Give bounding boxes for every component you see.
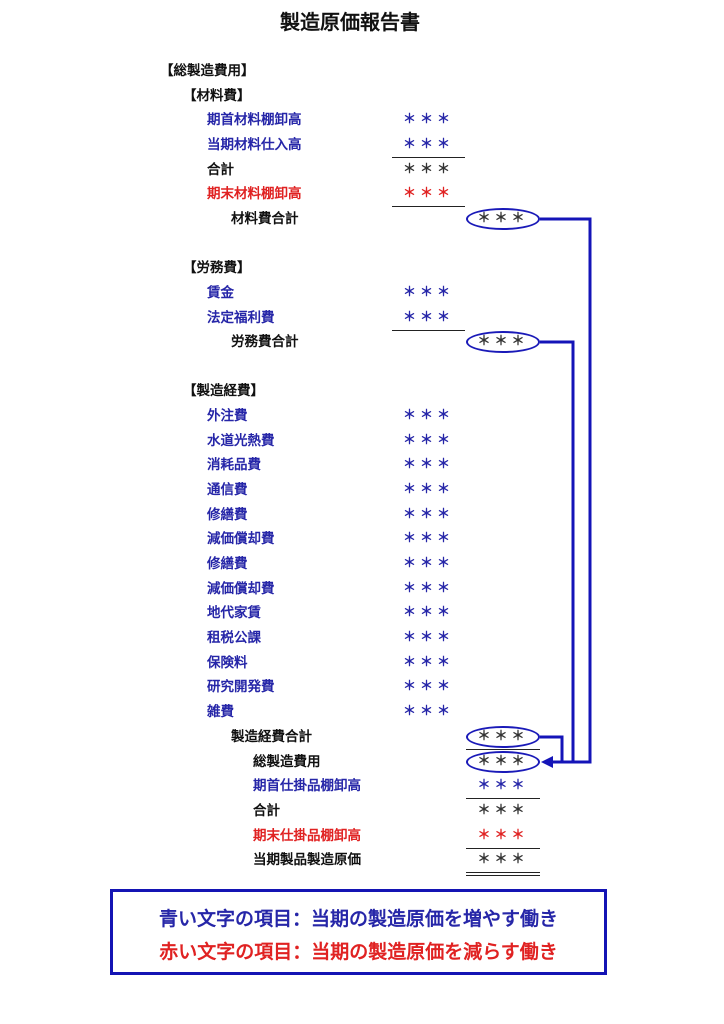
legend-blue-text: 青い文字の項目：当期の製造原価を増やす働き [158,908,558,930]
row-label: 当期材料仕入高 [207,137,302,153]
row-label: 修繕費 [207,556,248,573]
row-label: 労務費合計 [231,334,299,350]
sum-rule [466,848,540,849]
row-value: ＊＊＊ [477,803,529,818]
row-value: ＊＊＊ [402,482,454,497]
row-value: ＊＊＊ [402,285,454,300]
row-value: ＊＊＊ [477,828,529,843]
row-label: 期首材料棚卸高 [207,112,302,128]
row-label: 消耗品費 [207,457,261,474]
row-label: 水道光熱費 [207,432,275,449]
row-label: 減価償却費 [207,531,275,548]
legend-red-text: 赤い文字の項目：当期の製造原価を減らす働き [159,941,558,963]
row-label: 減価償却費 [207,580,275,597]
sum-rule [466,749,540,750]
row-value: ＊＊＊ [477,729,529,744]
row-value: ＊＊＊ [477,211,529,226]
total-oval [466,751,540,773]
row-label: 通信費 [207,482,248,498]
row-label: 法定福利費 [207,310,275,326]
section-heading: 【総製造費用】 [160,63,255,79]
row-value: ＊＊＊ [402,704,454,720]
row-value: ＊＊＊ [402,310,454,325]
row-value: ＊＊＊ [402,580,454,596]
connector-line [540,340,575,762]
row-value: ＊＊＊ [402,457,454,473]
row-label: 地代家賃 [207,605,261,622]
row-value: ＊＊＊ [402,408,454,423]
total-oval [466,208,540,230]
row-label: 当期製品製造原価 [253,852,361,868]
section-heading: 【労務費】 [183,260,251,276]
page-title: 製造原価報告書 [280,10,420,34]
connector-line [540,217,592,764]
row-value: ＊＊＊ [477,754,529,769]
connector-line [540,735,564,762]
section-heading: 【製造経費】 [183,383,264,399]
legend-box: 青い文字の項目：当期の製造原価を増やす働き 赤い文字の項目：当期の製造原価を減ら… [110,889,607,975]
row-value: ＊＊＊ [477,334,529,349]
row-value: ＊＊＊ [402,432,454,448]
row-label: 雑費 [207,704,234,721]
row-value: ＊＊＊ [402,556,454,572]
row-value: ＊＊＊ [402,137,454,152]
sum-rule [392,330,465,331]
row-value: ＊＊＊ [402,531,454,547]
row-value: ＊＊＊ [477,852,529,867]
sum-rule [392,157,465,158]
row-label: 期末仕掛品棚卸高 [253,828,361,844]
arrowhead-icon [541,756,553,768]
row-label: 総製造費用 [253,754,321,770]
double-rule [466,872,540,873]
row-value: ＊＊＊ [402,186,454,201]
row-value: ＊＊＊ [402,506,454,522]
row-label: 期首仕掛品棚卸高 [253,778,361,794]
row-value: ＊＊＊ [402,630,454,646]
row-value: ＊＊＊ [402,605,454,621]
row-label: 研究開発費 [207,679,275,696]
row-label: 材料費合計 [231,211,299,227]
row-label: 賃金 [207,285,234,301]
row-label: 保険料 [207,654,248,671]
total-oval [466,331,540,353]
total-oval [466,726,540,748]
row-label: 製造経費合計 [231,729,312,745]
sum-rule [392,206,465,207]
row-label: 期末材料棚卸高 [207,186,302,202]
row-value: ＊＊＊ [402,112,454,127]
sum-rule [466,798,540,799]
row-label: 租税公課 [207,630,261,647]
double-rule [466,875,540,876]
section-heading: 【材料費】 [183,88,251,104]
row-value: ＊＊＊ [402,162,454,177]
row-label: 外注費 [207,408,248,424]
row-label: 合計 [253,803,280,819]
row-label: 合計 [207,162,234,178]
row-value: ＊＊＊ [402,679,454,695]
row-value: ＊＊＊ [477,778,529,793]
row-label: 修繕費 [207,506,248,523]
row-value: ＊＊＊ [402,654,454,670]
